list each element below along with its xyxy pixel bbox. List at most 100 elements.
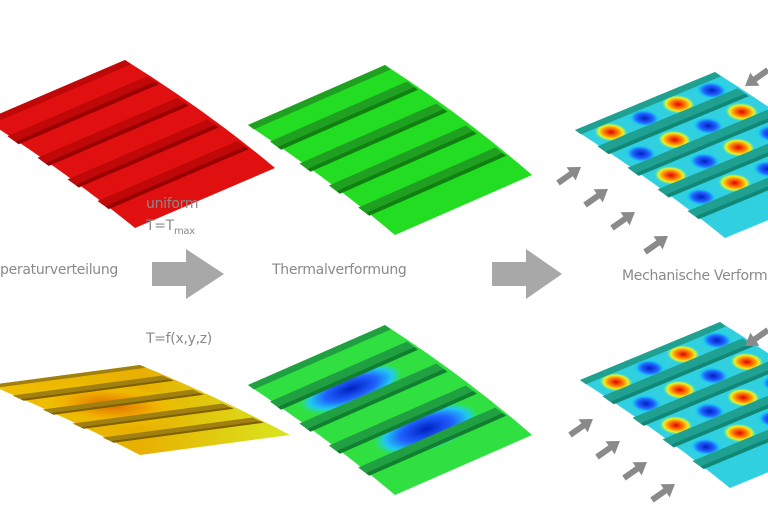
rib-side [700, 408, 768, 470]
rib-side [336, 131, 477, 194]
force-arrow-icon [610, 211, 635, 231]
rib [657, 131, 768, 195]
stress-region [374, 402, 479, 456]
rib-side [695, 158, 768, 220]
tmax-label: T=Tmax [146, 218, 195, 237]
plate-surface [248, 325, 532, 495]
rib [692, 403, 768, 467]
stress-region [658, 130, 692, 149]
rib [358, 147, 503, 214]
stress-region [654, 166, 688, 185]
rib-side [50, 393, 204, 415]
stress-region [624, 144, 658, 163]
temperature-distribution-label: peraturverteilung [0, 262, 119, 278]
rib [597, 88, 746, 152]
rib-side [306, 369, 448, 432]
rib-side [15, 81, 159, 145]
stress-region [756, 409, 768, 429]
rib [627, 109, 768, 174]
stress-region [695, 81, 729, 100]
rib [358, 407, 503, 474]
plate-surface [0, 60, 275, 228]
force-arrow-icon [745, 67, 768, 87]
force-arrow-icon [650, 483, 675, 503]
rib [662, 381, 768, 445]
plate-mechanical-deformation-field [580, 322, 768, 488]
rib [37, 97, 186, 164]
rib-side [365, 413, 507, 476]
stress-region [689, 437, 723, 457]
plate-thermal-deformation-field [248, 325, 532, 495]
edge-rib [580, 322, 727, 385]
rib-side [336, 391, 477, 454]
stress-region [299, 363, 402, 414]
rib-side [80, 407, 234, 429]
process-arrow-1 [152, 249, 224, 299]
rib-side [20, 379, 174, 401]
mechanical-deformation-label: Mechanische Verformu [622, 268, 768, 284]
rib-side [45, 103, 189, 166]
edge-rib [575, 72, 722, 135]
function-label: T=f(x,y,z) [146, 331, 212, 347]
stress-region [688, 152, 722, 171]
stress-region [659, 416, 693, 435]
stress-region [751, 159, 768, 179]
rib [687, 153, 768, 217]
stress-region [661, 95, 695, 114]
stress-region [693, 402, 727, 421]
rib [270, 81, 415, 148]
tmax-subscript: max [173, 226, 195, 237]
rib-side [670, 386, 768, 448]
rib-side [277, 347, 419, 410]
stress-region [629, 394, 663, 413]
rib [299, 363, 444, 430]
rib-side [635, 115, 768, 176]
force-arrow-icon [556, 166, 581, 186]
thermal-deformation-label: Thermalverformung [272, 262, 407, 278]
stress-region [700, 331, 734, 350]
stress-region [691, 116, 725, 136]
plate-surface [248, 65, 532, 235]
uniform-label: uniform [146, 196, 199, 212]
edge-rib [248, 65, 391, 130]
plate-uniform-temperature [0, 60, 275, 228]
rib-side [605, 93, 749, 155]
stress-region [725, 102, 759, 122]
force-arrow-icon [745, 327, 768, 347]
rib-side [306, 109, 448, 172]
rib-side [640, 365, 768, 426]
rib [12, 375, 171, 400]
edge-rib [0, 365, 147, 388]
stress-region [718, 173, 752, 193]
stress-region [594, 122, 628, 142]
stress-region [721, 138, 755, 157]
rib [102, 417, 261, 442]
tmax-prefix: T=T [146, 218, 174, 234]
rib [97, 141, 246, 207]
stress-region [723, 423, 757, 443]
stress-region [633, 358, 667, 378]
force-arrow-icon [595, 440, 620, 460]
stress-region [696, 366, 730, 386]
rib [632, 359, 768, 424]
rib [328, 125, 474, 192]
rib-side [277, 87, 419, 150]
rib-side [105, 146, 249, 210]
rib [42, 389, 201, 414]
rib-side [665, 136, 768, 198]
force-arrow-icon [643, 235, 668, 255]
plate-temperature-field [0, 365, 290, 455]
stress-region [666, 345, 700, 364]
edge-rib [248, 325, 391, 390]
force-arrow-icon [568, 418, 593, 438]
force-arrow-icon [583, 188, 608, 208]
stress-region [599, 372, 633, 392]
stress-region [684, 187, 718, 207]
stress-region [726, 388, 760, 407]
rib-side [365, 153, 507, 216]
stress-region [663, 380, 697, 399]
rib [7, 76, 156, 142]
rib [328, 385, 474, 452]
stress-region [628, 108, 662, 128]
